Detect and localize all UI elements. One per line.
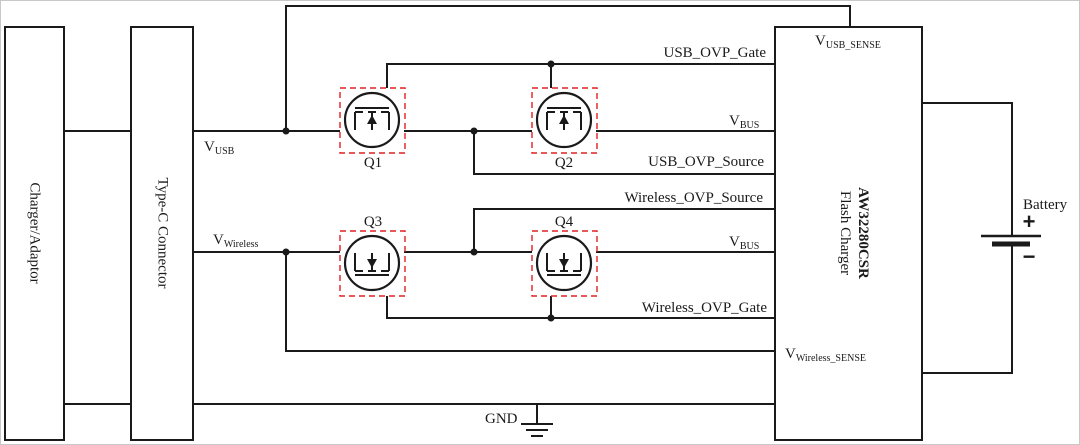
battery-symbol-icon	[981, 234, 1041, 247]
junction-dots	[282, 60, 555, 322]
mosfet-symbol-icon	[535, 234, 593, 292]
gnd-label: GND	[485, 411, 518, 427]
battery-label: Battery	[1023, 197, 1068, 213]
vwireless-label: VWireless	[213, 232, 259, 250]
vusb-label: VUSB	[204, 139, 235, 157]
vusb-sense-label: VUSB_SENSE	[815, 33, 881, 51]
battery-minus: −	[1023, 244, 1036, 269]
q1-label: Q1	[364, 155, 382, 171]
ic-part-label: AW32280CSR	[855, 187, 871, 279]
typec-connector-label: Type-C Connector	[155, 177, 171, 288]
typec-connector-block: Type-C Connector	[130, 26, 194, 441]
q3-label: Q3	[364, 214, 382, 230]
mosfet-symbol-icon	[343, 91, 401, 149]
vbus-label-top: VBUS	[729, 113, 759, 131]
mosfet-q3: Q3	[339, 214, 406, 297]
q4-label: Q4	[555, 214, 574, 230]
charger-adaptor-block: Charger/Adaptor	[4, 26, 65, 441]
wires	[64, 5, 1013, 405]
mosfet-q4: Q4	[531, 214, 598, 297]
q2-label: Q2	[555, 155, 573, 171]
usb-ovp-source-label: USB_OVP_Source	[648, 154, 764, 170]
flash-charger-ic-block: Flash Charger AW32280CSR	[774, 26, 923, 441]
wireless-ovp-gate-label: Wireless_OVP_Gate	[642, 300, 768, 316]
usb-ovp-gate-label: USB_OVP_Gate	[663, 45, 766, 61]
vbus-label-bottom: VBUS	[729, 234, 759, 252]
mosfet-q1: Q1	[339, 87, 406, 171]
mosfet-symbol-icon	[343, 234, 401, 292]
vwireless-sense-label: VWireless_SENSE	[785, 346, 866, 364]
ground-symbol-icon	[521, 404, 553, 437]
battery-plus: +	[1023, 209, 1036, 234]
mosfet-q2: Q2	[531, 87, 598, 171]
mosfet-symbol-icon	[535, 91, 593, 149]
wireless-ovp-source-label: Wireless_OVP_Source	[624, 190, 763, 206]
charger-adaptor-label: Charger/Adaptor	[27, 182, 43, 283]
ic-function-label: Flash Charger	[837, 191, 853, 275]
